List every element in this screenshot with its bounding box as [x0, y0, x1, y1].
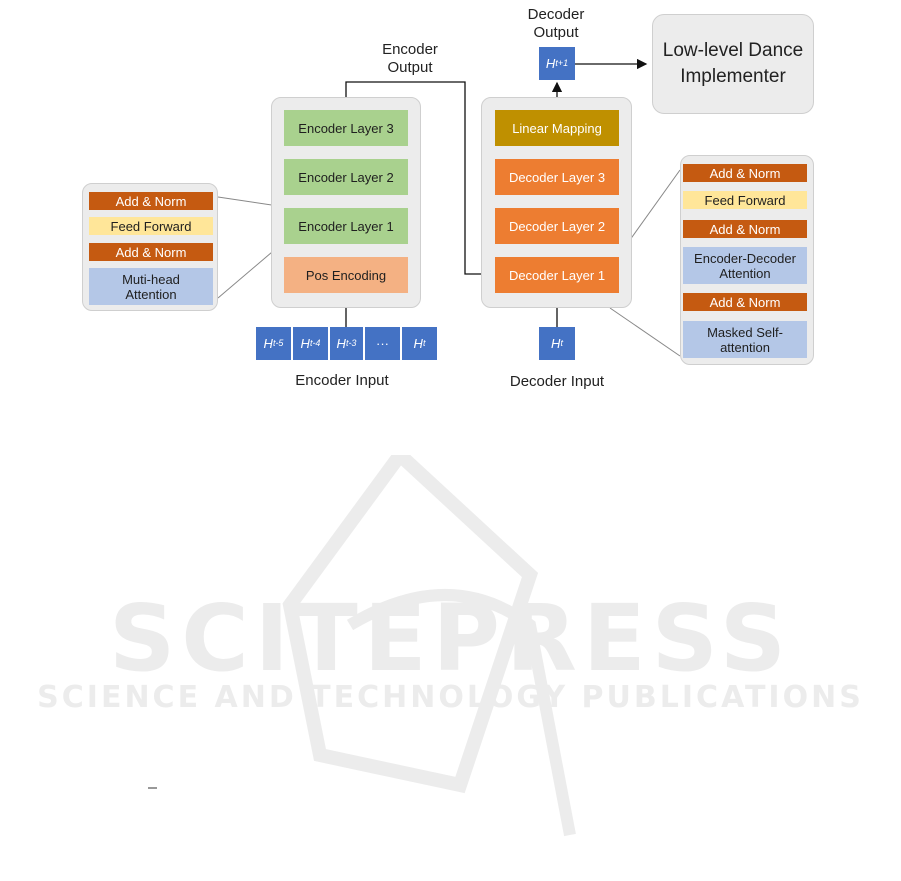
encoder-layer-3: Encoder Layer 3 — [284, 110, 408, 146]
token-symbol: H — [300, 336, 310, 351]
token-subscript: t-3 — [345, 338, 357, 348]
token-subscript: t-4 — [309, 338, 321, 348]
encoder-multihead-attention: Muti-head Attention — [89, 268, 213, 305]
encoder-add-norm-bottom: Add & Norm — [89, 243, 213, 261]
decoder-layer-3: Decoder Layer 3 — [495, 159, 619, 195]
token-symbol: H — [413, 336, 423, 351]
watermark-main-text: SCITEPRESS — [108, 585, 793, 692]
masked-self-attention: Masked Self- attention — [683, 321, 807, 358]
encoder-layer-1: Encoder Layer 1 — [284, 208, 408, 244]
encoder-output-label: Encoder Output — [382, 41, 438, 76]
token-symbol: H — [551, 336, 561, 351]
encoder-add-norm-top: Add & Norm — [89, 192, 213, 210]
token-subscript: t-5 — [272, 338, 284, 348]
decoder-layer-2: Decoder Layer 2 — [495, 208, 619, 244]
arrow-encoder-output — [345, 81, 492, 280]
encoder-decoder-attention: Encoder-Decoder Attention — [683, 247, 807, 284]
token-symbol: H — [336, 336, 346, 351]
linear-mapping: Linear Mapping — [495, 110, 619, 146]
watermark-book-icon — [282, 455, 576, 837]
encoder-feed-forward: Feed Forward — [89, 217, 213, 235]
decoder-output-label: Decoder Output — [527, 6, 585, 41]
watermark-sub-text: SCIENCE AND TECHNOLOGY PUBLICATIONS — [37, 680, 864, 715]
token-symbol: H — [263, 336, 273, 351]
decoder-add-norm-bottom: Add & Norm — [683, 293, 807, 311]
low-level-dance-implementer: Low-level Dance Implementer — [652, 14, 814, 114]
decoder-add-norm-top: Add & Norm — [683, 164, 807, 182]
token-symbol: H — [545, 56, 556, 71]
decoder-add-norm-middle: Add & Norm — [683, 220, 807, 238]
decoder-layer-1: Decoder Layer 1 — [495, 257, 619, 293]
callout-line-decoder-bottom — [609, 307, 681, 357]
pos-encoding: Pos Encoding — [284, 257, 408, 293]
token-subscript: t+1 — [555, 58, 569, 68]
encoder-token-ellipsis: ··· — [365, 327, 400, 360]
token-subscript: t — [422, 338, 426, 348]
token-subscript: t — [560, 338, 563, 348]
encoder-input-label: Encoder Input — [295, 372, 389, 389]
token-symbol: ··· — [376, 336, 389, 351]
decoder-feed-forward: Feed Forward — [683, 191, 807, 209]
encoder-layer-2: Encoder Layer 2 — [284, 159, 408, 195]
decoder-input-label: Decoder Input — [509, 373, 605, 390]
